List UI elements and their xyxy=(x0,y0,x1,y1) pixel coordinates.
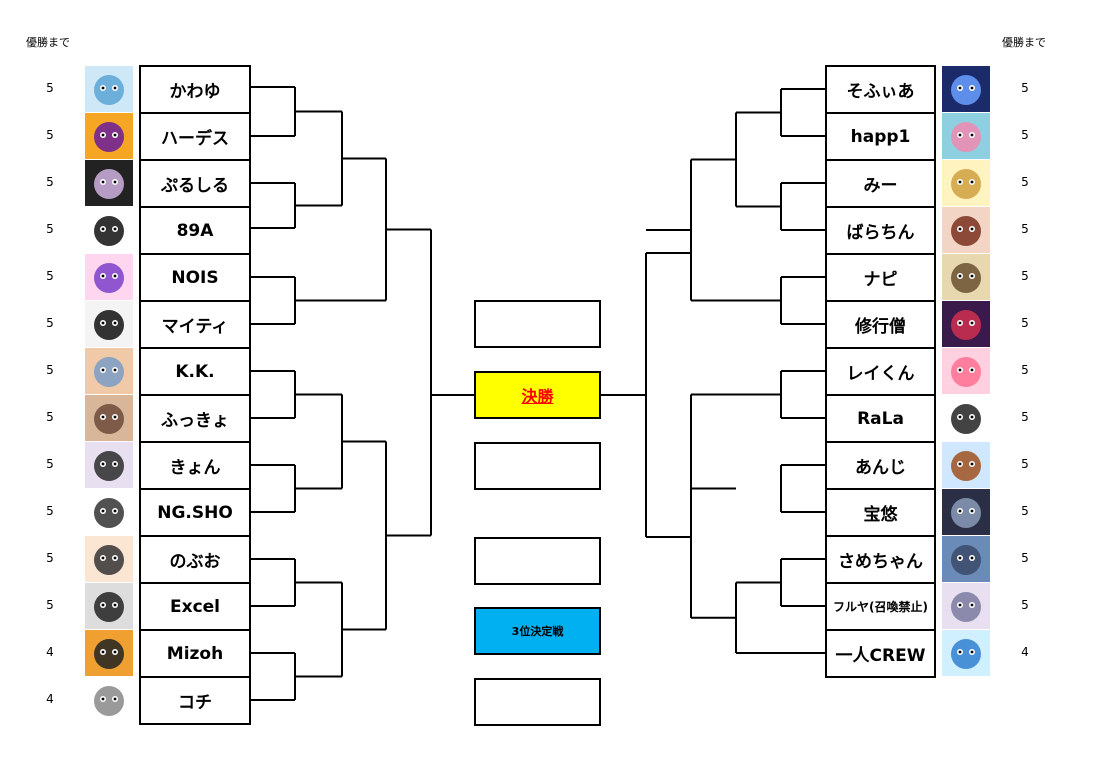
right-player-name[interactable]: レイくん xyxy=(825,347,936,396)
semifinal-slot-bottom xyxy=(474,442,601,490)
right-player-name[interactable]: ばらちん xyxy=(825,206,936,255)
right-player-remaining-count: 5 xyxy=(1021,81,1029,95)
right-player-name[interactable]: あんじ xyxy=(825,441,936,490)
right-player-avatar xyxy=(942,442,990,488)
left-player-remaining-count: 5 xyxy=(46,598,54,612)
left-player-avatar xyxy=(85,395,133,441)
right-player-remaining-count: 5 xyxy=(1021,363,1029,377)
right-player-avatar xyxy=(942,395,990,441)
left-player-name[interactable]: ふっきょ xyxy=(139,394,251,443)
left-player-avatar xyxy=(85,677,133,723)
left-player-remaining-count: 4 xyxy=(46,692,54,706)
left-player-remaining-count: 5 xyxy=(46,128,54,142)
right-player-avatar xyxy=(942,630,990,676)
third-place-slot-bottom xyxy=(474,678,601,726)
right-player-avatar xyxy=(942,160,990,206)
left-player-remaining-count: 5 xyxy=(46,269,54,283)
right-player-name[interactable]: みー xyxy=(825,159,936,208)
left-player-name[interactable]: K.K. xyxy=(139,347,251,396)
left-player-name[interactable]: 89A xyxy=(139,206,251,255)
right-player-name[interactable]: 一人CREW xyxy=(825,629,936,678)
right-player-name[interactable]: 宝悠 xyxy=(825,488,936,537)
left-player-avatar xyxy=(85,583,133,629)
right-player-name[interactable]: happ1 xyxy=(825,112,936,161)
right-player-remaining-count: 5 xyxy=(1021,128,1029,142)
right-player-remaining-count: 5 xyxy=(1021,551,1029,565)
left-player-name[interactable]: きょん xyxy=(139,441,251,490)
semifinal-slot-top xyxy=(474,300,601,348)
right-player-remaining-count: 5 xyxy=(1021,269,1029,283)
left-player-name[interactable]: Mizoh xyxy=(139,629,251,678)
left-player-remaining-count: 5 xyxy=(46,504,54,518)
right-player-remaining-count: 5 xyxy=(1021,504,1029,518)
right-player-avatar xyxy=(942,536,990,582)
third-place-box[interactable]: 3位決定戦 xyxy=(474,607,601,655)
right-player-remaining-count: 5 xyxy=(1021,598,1029,612)
left-player-avatar xyxy=(85,489,133,535)
right-player-name[interactable]: 修行僧 xyxy=(825,300,936,349)
left-player-remaining-count: 5 xyxy=(46,410,54,424)
left-player-avatar xyxy=(85,442,133,488)
final-box[interactable]: 決勝 xyxy=(474,371,601,419)
left-player-avatar xyxy=(85,301,133,347)
left-player-avatar xyxy=(85,630,133,676)
left-player-name[interactable]: NG.SHO xyxy=(139,488,251,537)
final-label: 決勝 xyxy=(521,387,554,406)
left-player-remaining-count: 4 xyxy=(46,645,54,659)
left-player-name[interactable]: のぶお xyxy=(139,535,251,584)
left-player-avatar xyxy=(85,160,133,206)
right-player-name[interactable]: ナピ xyxy=(825,253,936,302)
left-player-name[interactable]: かわゆ xyxy=(139,65,251,114)
right-player-avatar xyxy=(942,254,990,300)
right-player-avatar xyxy=(942,583,990,629)
right-player-name[interactable]: RaLa xyxy=(825,394,936,443)
right-player-remaining-count: 5 xyxy=(1021,316,1029,330)
left-player-name[interactable]: Excel xyxy=(139,582,251,631)
left-player-remaining-count: 5 xyxy=(46,363,54,377)
left-player-name[interactable]: NOIS xyxy=(139,253,251,302)
right-player-name[interactable]: フルヤ(召喚禁止) xyxy=(825,582,936,631)
right-player-avatar xyxy=(942,66,990,112)
right-player-name[interactable]: さめちゃん xyxy=(825,535,936,584)
header-left-label: 優勝まで xyxy=(26,36,70,49)
right-player-remaining-count: 4 xyxy=(1021,645,1029,659)
right-player-remaining-count: 5 xyxy=(1021,222,1029,236)
right-player-avatar xyxy=(942,348,990,394)
left-player-avatar xyxy=(85,113,133,159)
right-player-name[interactable]: そふぃあ xyxy=(825,65,936,114)
right-player-avatar xyxy=(942,301,990,347)
left-player-name[interactable]: コチ xyxy=(139,676,251,725)
right-player-remaining-count: 5 xyxy=(1021,457,1029,471)
left-player-avatar xyxy=(85,536,133,582)
right-player-remaining-count: 5 xyxy=(1021,410,1029,424)
third-place-slot-top xyxy=(474,537,601,585)
third-place-label: 3位決定戦 xyxy=(511,625,564,638)
header-right-label: 優勝まで xyxy=(1002,36,1046,49)
left-player-name[interactable]: ハーデス xyxy=(139,112,251,161)
right-player-avatar xyxy=(942,489,990,535)
left-player-remaining-count: 5 xyxy=(46,457,54,471)
left-player-remaining-count: 5 xyxy=(46,551,54,565)
left-player-name[interactable]: ぷるしる xyxy=(139,159,251,208)
right-player-avatar xyxy=(942,207,990,253)
left-player-remaining-count: 5 xyxy=(46,175,54,189)
left-player-remaining-count: 5 xyxy=(46,316,54,330)
left-player-avatar xyxy=(85,66,133,112)
right-player-avatar xyxy=(942,113,990,159)
left-player-remaining-count: 5 xyxy=(46,81,54,95)
left-player-avatar xyxy=(85,348,133,394)
left-player-avatar xyxy=(85,254,133,300)
left-player-name[interactable]: マイティ xyxy=(139,300,251,349)
left-player-avatar xyxy=(85,207,133,253)
left-player-remaining-count: 5 xyxy=(46,222,54,236)
right-player-remaining-count: 5 xyxy=(1021,175,1029,189)
